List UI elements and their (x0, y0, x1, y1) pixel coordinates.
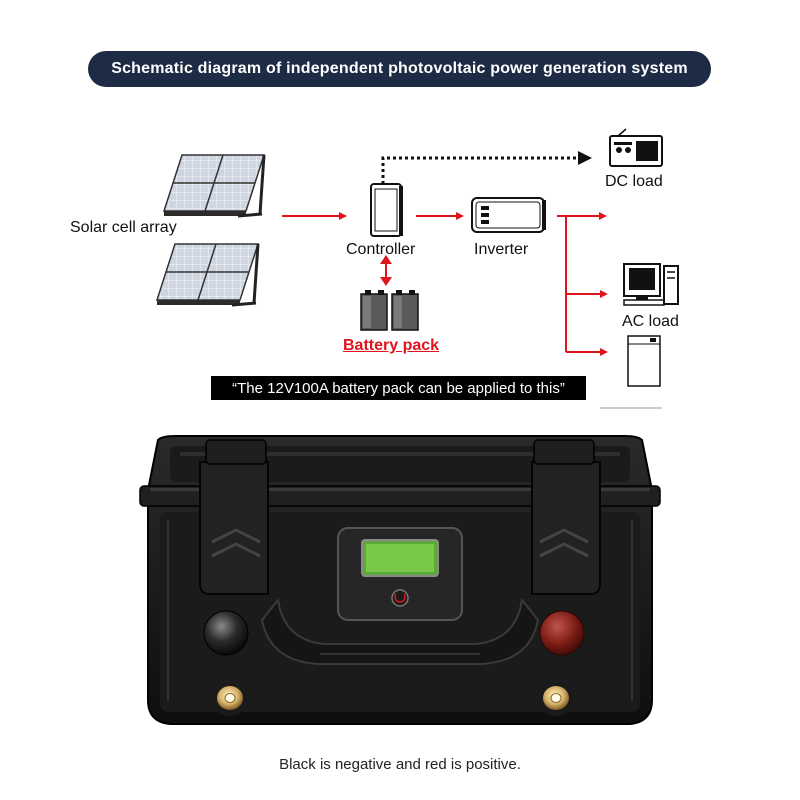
battery-icon (360, 290, 419, 331)
computer-icon (623, 263, 679, 306)
controller-icon (370, 183, 403, 237)
battery-note: “The 12V100A battery pack can be applied… (211, 376, 586, 400)
dc-load-label: DC load (605, 173, 663, 190)
appliance-icon (627, 335, 661, 387)
radio-icon (609, 128, 663, 167)
battery-note-text: “The 12V100A battery pack can be applied… (232, 379, 565, 397)
solar-panel-icon (162, 154, 266, 218)
inverter-icon (471, 197, 546, 233)
dotted-line-controller-to-dc (381, 156, 585, 184)
battery-case-photo (139, 435, 661, 725)
inverter-label: Inverter (474, 241, 529, 258)
solar-panel-icon (155, 243, 260, 307)
controller-label: Controller (346, 241, 416, 258)
battery-pack-label: Battery pack (343, 337, 440, 354)
polarity-caption: Black is negative and red is positive. (279, 756, 521, 773)
diagram-title: Schematic diagram of independent photovo… (111, 60, 688, 77)
battery-double-arrow (380, 255, 392, 286)
solar-cell-array-label: Solar cell array (70, 219, 177, 236)
ac-load-label: AC load (622, 313, 679, 330)
diagram-title-banner: Schematic diagram of independent photovo… (88, 51, 711, 87)
